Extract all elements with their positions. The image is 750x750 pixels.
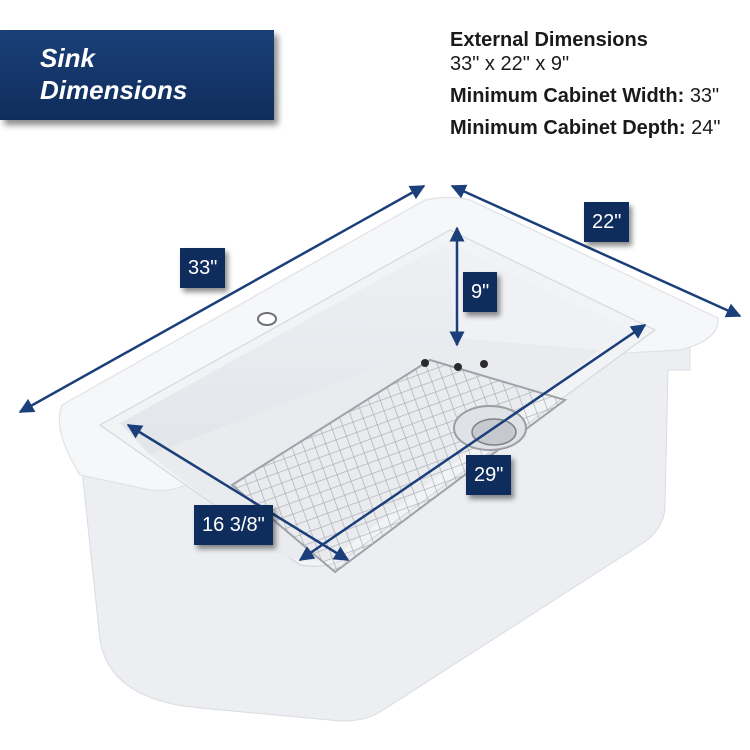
grid-foot	[480, 360, 488, 368]
spec-list: External Dimensions 33" x 22" x 9" Minim…	[450, 28, 720, 140]
min-cabinet-width: Minimum Cabinet Width: 33"	[450, 85, 720, 107]
faucet-hole	[257, 312, 277, 326]
length-callout: 33"	[180, 248, 226, 288]
bowl-width-callout: 16 3/8"	[194, 505, 273, 545]
banner-line-1: Sink	[40, 43, 95, 73]
banner-title: Sink Dimensions	[40, 42, 187, 106]
width-arrow	[450, 184, 742, 318]
bowl-length-arrow	[298, 323, 647, 562]
min-cabinet-depth: Minimum Cabinet Depth: 24"	[450, 117, 721, 139]
width-callout: 22"	[584, 202, 630, 242]
external-dimensions-label: External Dimensions	[450, 29, 648, 51]
depth-callout: 9"	[463, 272, 498, 312]
bowl-length-callout: 29"	[466, 455, 512, 495]
title-banner: Sink Dimensions	[0, 30, 274, 120]
drain-basket	[471, 418, 517, 446]
banner-line-2: Dimensions	[40, 75, 188, 105]
bowl-width-arrow	[126, 423, 350, 562]
grid-foot	[454, 363, 462, 371]
external-dimensions-value: 33" x 22" x 9"	[450, 53, 570, 75]
length-arrow	[18, 184, 426, 414]
grid-foot	[421, 359, 429, 367]
